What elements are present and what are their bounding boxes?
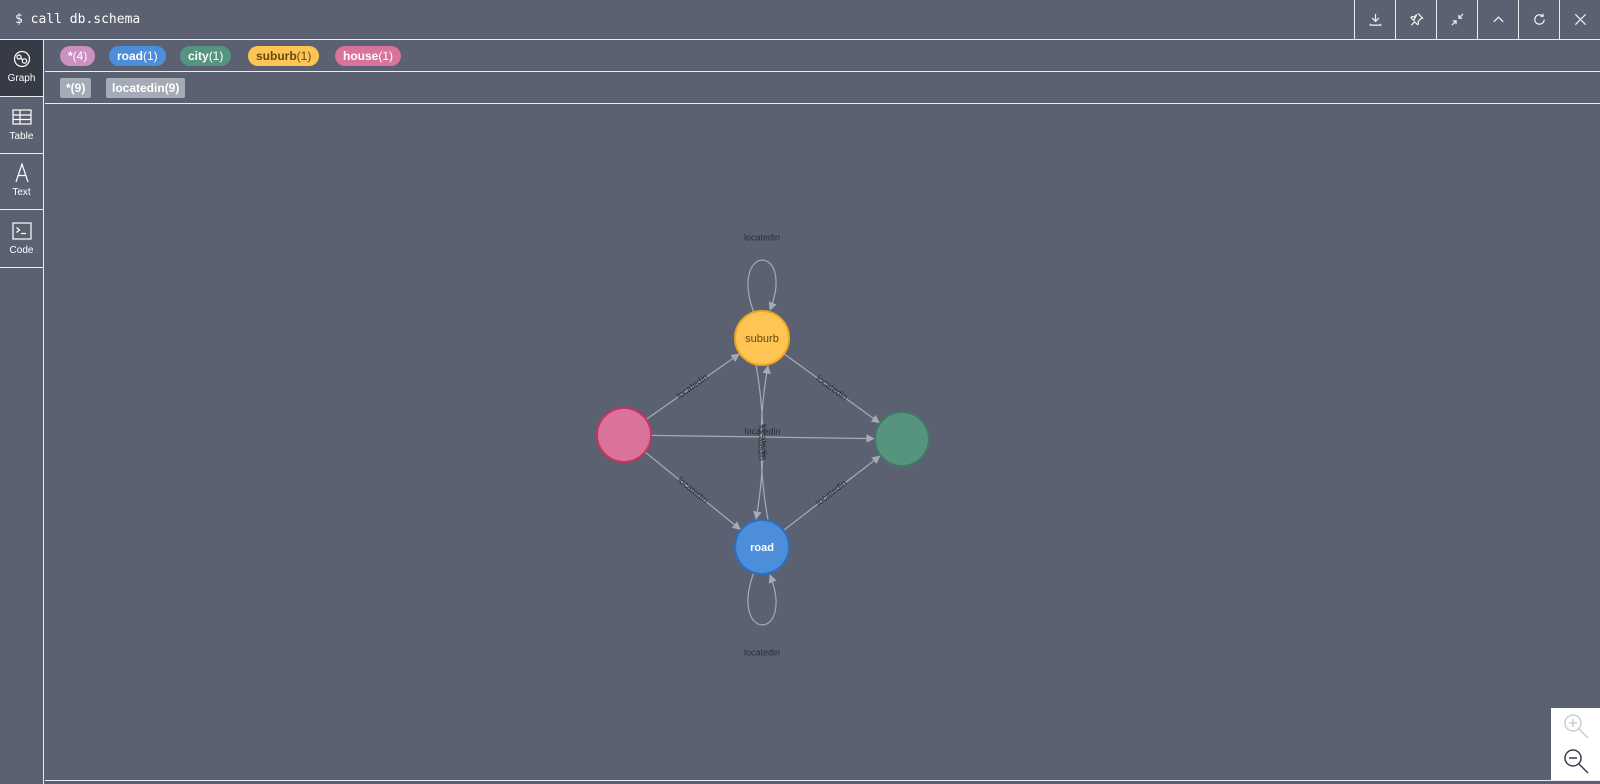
sidebar-item-graph[interactable]: Graph [0,40,43,97]
label-name: suburb [256,49,297,63]
pin-button[interactable] [1395,0,1436,39]
graph-svg: locatedin locatedin locatedin locatedin loca… [596,232,930,657]
relationship-road-city[interactable]: locatedin [783,455,881,531]
sidebar-item-table[interactable]: Table [0,97,43,154]
label-count: (1) [378,49,394,63]
relationship-road-suburb[interactable]: locatedin [757,365,771,521]
relationship-label: locatedin [744,232,780,242]
relationship-label: locatedin [814,373,849,402]
collapse-icon [1450,13,1464,26]
label-name: road [117,49,144,63]
reltype-name: * [66,81,71,95]
sidebar-label-text: Text [12,187,31,198]
relationship-label: locatedin [676,475,710,505]
relationship-line [783,353,880,424]
label-pill-suburb[interactable]: suburb(1) [248,46,320,66]
pin-icon [1409,12,1424,26]
close-icon [1574,13,1586,26]
label-count: (4) [72,49,88,63]
reltype-tag-all[interactable]: *(9) [60,78,92,98]
label-pill-city[interactable]: city(1) [180,46,232,66]
view-sidebar: Graph Table Text Code [0,40,44,784]
sidebar-label-code: Code [9,245,34,256]
node-circle [734,310,790,366]
relationship-label: locatedin [744,647,780,657]
reltype-count: (9) [164,81,180,95]
refresh-icon [1533,13,1545,25]
reltype-count: (9) [70,81,86,95]
collapse-button[interactable] [1436,0,1477,39]
relationship-line [645,353,740,420]
relationship-suburb-road[interactable]: locatedin [753,364,769,520]
rerun-button[interactable] [1518,0,1559,39]
node-circle [596,407,652,463]
relationship-label: locatedin [675,372,710,401]
sidebar-item-code[interactable]: Code [0,210,43,268]
zoom-controls [1551,708,1600,780]
node-circle [874,411,930,467]
relationship-suburb-city[interactable]: locatedin [783,353,880,424]
label-name: * [68,49,73,63]
relationship-label: locatedin [814,478,849,508]
node-labels-bar: *(4) road(1) city(1) suburb(1) house(1) [45,40,1600,72]
reltype-tag-locatedin[interactable]: locatedin(9) [106,78,186,98]
relationship-label: locatedin [757,425,767,461]
frame-header: $ call db.schema [0,0,1600,40]
label-name: house [343,49,379,63]
zoom-in-icon [1564,714,1589,739]
graph-icon [13,50,30,68]
zoom-out-button[interactable] [1561,746,1591,776]
label-name: city [188,49,209,63]
reltype-name: locatedin [112,81,165,95]
relationship-line [783,455,881,531]
label-count: (1) [143,49,158,63]
download-icon [1369,13,1381,26]
label-pill-all[interactable]: *(4) [60,46,96,66]
label-count: (1) [296,49,312,63]
label-count: (1) [208,49,224,63]
node-circle [734,519,790,575]
relationship-line [760,365,771,521]
zoom-out-icon [1564,749,1589,774]
node-house[interactable] [596,407,652,463]
sidebar-label-graph: Graph [7,73,36,84]
label-pill-road[interactable]: road(1) [109,46,166,66]
relationship-house-suburb[interactable]: locatedin [645,353,740,420]
graph-canvas[interactable]: locatedin locatedin locatedin locatedin loca… [45,105,1600,780]
relationship-suburb-suburb[interactable]: locatedin [744,232,780,314]
relationship-types-bar: *(9) locatedin(9) [45,72,1600,104]
node-road[interactable]: road [734,519,790,575]
node-caption: road [750,542,774,554]
sidebar-item-text[interactable]: Text [0,154,43,210]
node-city[interactable] [874,411,930,467]
download-button[interactable] [1354,0,1395,39]
code-icon [11,222,32,240]
relationship-label: locatedin [759,424,769,460]
zoom-in-button[interactable] [1561,711,1591,741]
relationship-line [747,259,777,314]
text-icon [14,163,29,183]
relationship-road-road[interactable]: locatedin [744,571,780,657]
frame-bottom-border [45,780,1600,781]
relationship-line [747,571,777,626]
sidebar-label-table: Table [9,131,34,142]
frame-toolbar [1354,0,1600,39]
relationship-line [753,364,764,520]
close-button[interactable] [1559,0,1600,39]
table-icon [11,109,32,125]
node-caption: suburb [745,333,779,345]
relationship-line [644,451,741,530]
relationship-house-road[interactable]: locatedin [644,451,741,530]
chevron-up-icon [1492,16,1504,23]
command-text[interactable]: $ call db.schema [15,12,141,27]
label-pill-house[interactable]: house(1) [335,46,402,66]
collapse-up-button[interactable] [1477,0,1518,39]
node-suburb[interactable]: suburb [734,310,790,366]
